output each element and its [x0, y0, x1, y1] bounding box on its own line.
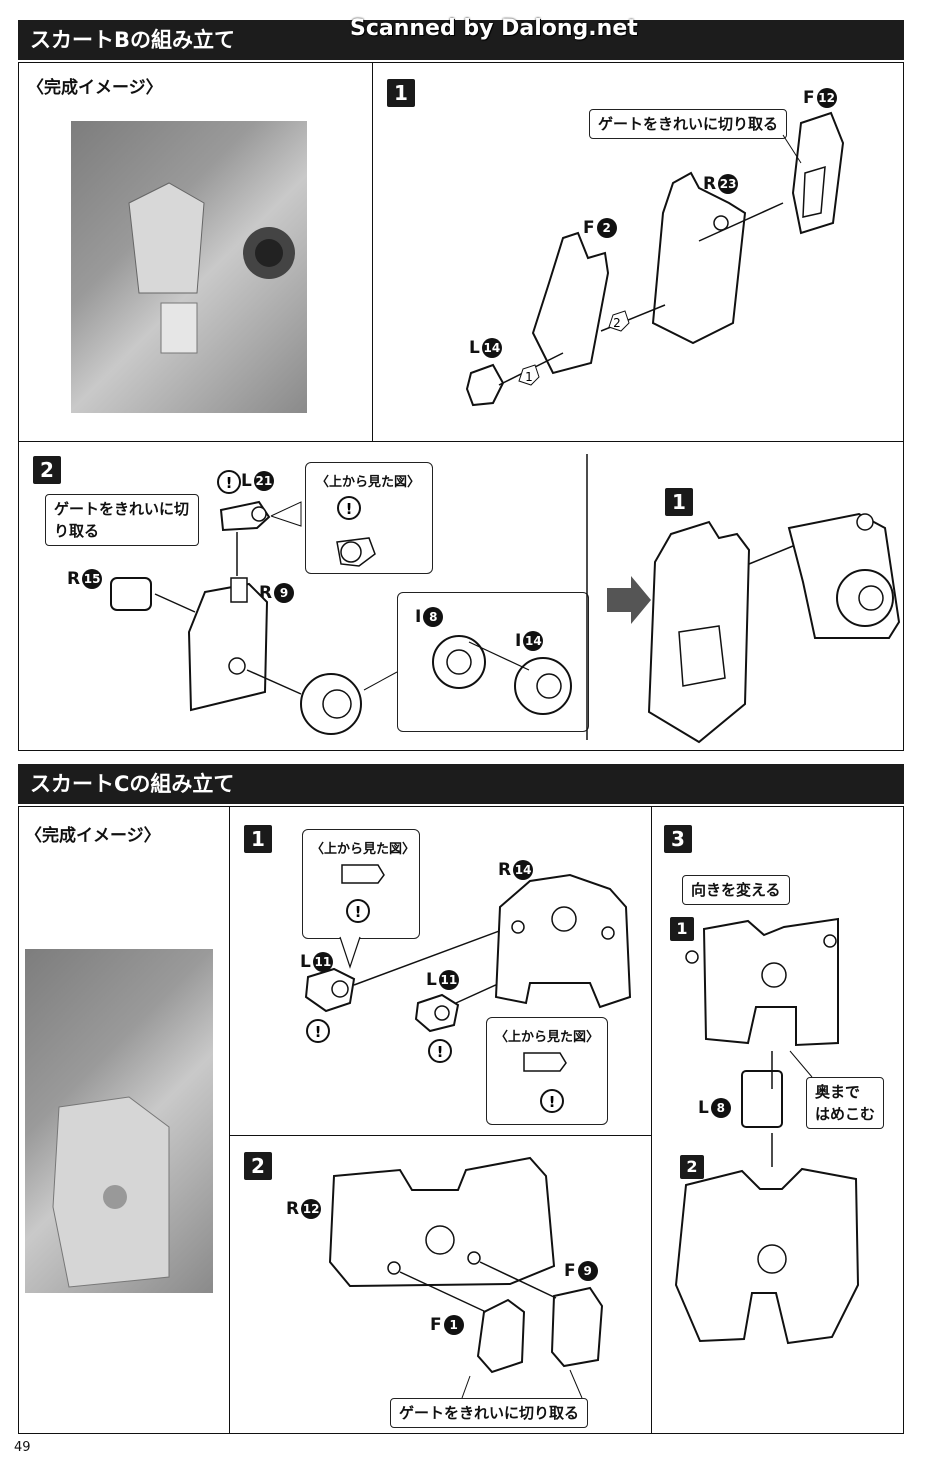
turn-note: 向きを変える: [682, 875, 790, 905]
sub-step-2: 2: [680, 1155, 704, 1179]
complete-image-caption: 〈完成イメージ〉: [27, 78, 163, 98]
step-number: 3: [664, 825, 692, 853]
sub-step-1: 1: [670, 917, 694, 941]
complete-image-b-figure: [128, 182, 295, 354]
gate-note: ゲートをきれいに切り取る: [390, 1398, 589, 1428]
gate-note: ゲートをきれいに切り取る: [45, 494, 199, 546]
step2-b-diagram: ! !: [110, 454, 901, 744]
gate-note: ゲートをきれいに切り取る: [589, 109, 788, 139]
step1-b-diagram: 2 1: [465, 111, 845, 407]
section-b-title: スカートBの組み立て: [30, 28, 236, 52]
section-b-complete-panel: 〈完成イメージ〉: [18, 62, 373, 442]
step-number: 1: [244, 825, 272, 853]
watermark: Scanned by Dalong.net: [350, 16, 638, 41]
caution-icon: !: [346, 500, 353, 518]
caution-icon: !: [437, 1043, 444, 1061]
caution-icon: !: [549, 1093, 556, 1111]
step3-c-diagram: [674, 917, 860, 1345]
caution-icon: !: [226, 474, 233, 492]
section-c-header: スカートCの組み立て: [18, 764, 904, 804]
step-number: 1: [387, 79, 415, 107]
top-view-title: 〈上から見た図〉: [495, 1030, 600, 1045]
caution-icon: !: [315, 1023, 322, 1041]
complete-image-caption: 〈完成イメージ〉: [25, 826, 161, 846]
section-c-title: スカートCの組み立て: [30, 772, 235, 796]
section-b-header: スカートBの組み立て: [18, 20, 904, 60]
step2-c-diagram: [328, 1156, 604, 1399]
ref-step-number: 1: [665, 488, 693, 516]
push-note: 奥まで はめこむ: [806, 1077, 885, 1129]
section-c-complete-panel: 〈完成イメージ〉: [18, 806, 230, 1434]
top-view-title: 〈上から見た図〉: [316, 475, 421, 490]
step1-c-diagram: ! ! ! !: [304, 864, 632, 1113]
top-view-title: 〈上から見た図〉: [311, 842, 416, 857]
page-number: 49: [14, 1440, 31, 1455]
order-1: 1: [525, 370, 533, 384]
caution-icon: !: [355, 903, 362, 921]
step-number: 2: [244, 1152, 272, 1180]
order-2: 2: [613, 316, 621, 330]
step-number: 2: [33, 456, 61, 484]
complete-image-c-figure: [52, 1096, 170, 1288]
